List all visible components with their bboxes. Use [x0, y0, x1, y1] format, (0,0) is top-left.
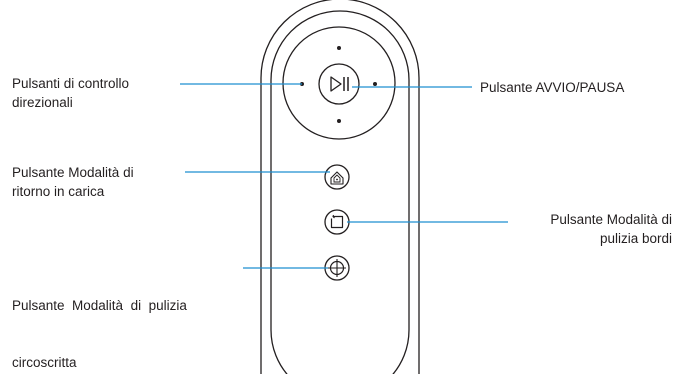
label-directional-line1: Pulsanti di controllo [12, 76, 130, 91]
edge-clean-button[interactable] [324, 209, 350, 235]
label-dock-line1: Pulsante Modalità di [12, 165, 134, 180]
play-pause-icon [330, 76, 349, 92]
label-dock-mode: Pulsante Modalità di ritorno in carica [12, 163, 134, 201]
home-dock-icon [330, 171, 344, 185]
label-spot-mode: Pulsante Modalità di pulizia circoscritt… [12, 258, 187, 391]
label-edge-mode: Pulsante Modalità di pulizia bordi [508, 210, 672, 248]
label-play-pause-line1: Pulsante AVVIO/PAUSA [480, 80, 625, 95]
label-spot-line2: circoscritta [12, 355, 77, 370]
label-directional-line2: direzionali [12, 95, 73, 110]
label-edge-line2: pulizia bordi [599, 231, 672, 246]
right-dot[interactable] [373, 82, 377, 86]
label-spot-line1: Pulsante Modalità di pulizia [12, 298, 187, 313]
remote-inner-face [270, 10, 410, 374]
label-directional-controls: Pulsanti di controllo direzionali [12, 74, 129, 112]
dock-button[interactable] [324, 164, 350, 190]
label-dock-line2: ritorno in carica [12, 184, 105, 199]
spot-clean-button[interactable] [324, 255, 350, 281]
remote-outer-shell [260, 0, 420, 374]
spot-target-icon [328, 259, 346, 277]
up-dot[interactable] [337, 46, 341, 50]
edge-clean-icon [330, 214, 344, 229]
play-pause-button-ring [318, 63, 360, 105]
remote-control-diagram [180, 0, 508, 374]
label-edge-line1: Pulsante Modalità di [550, 212, 672, 227]
leader-lines [180, 83, 508, 269]
play-pause-button[interactable] [318, 63, 360, 105]
down-dot[interactable] [337, 119, 341, 123]
label-play-pause: Pulsante AVVIO/PAUSA [480, 78, 624, 97]
